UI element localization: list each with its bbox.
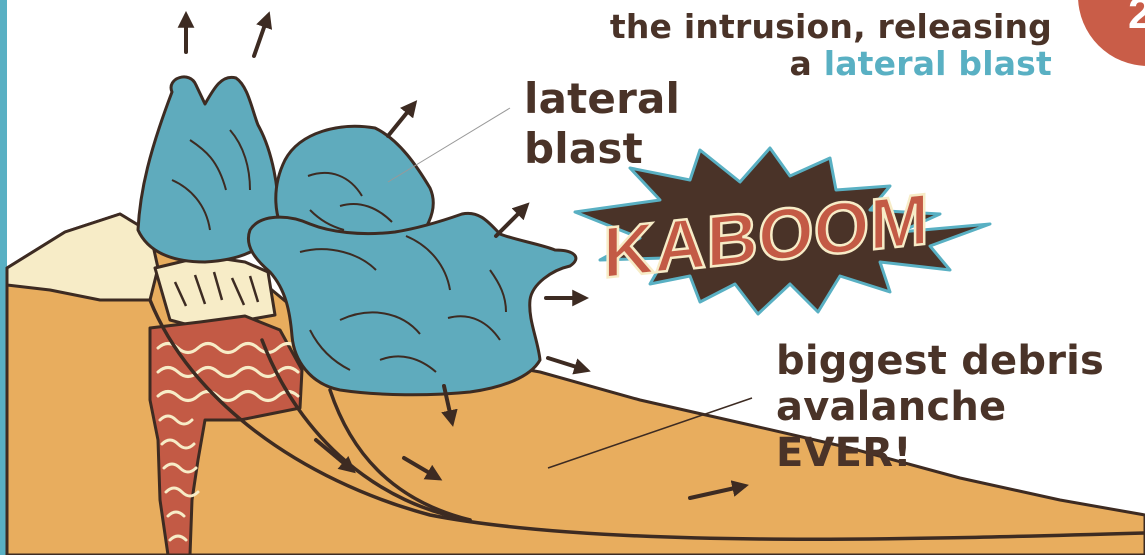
avalanche-label: biggest debris avalanche EVER! <box>776 338 1145 476</box>
lateral-blast-line-1: lateral <box>524 74 680 124</box>
arrow-up-right <box>254 16 268 56</box>
lateral-blast-label: lateral blast <box>524 74 680 174</box>
caption-highlight: lateral blast <box>824 44 1052 83</box>
arrow-diagonal-upper <box>388 104 414 136</box>
step-badge-number: 2 <box>1128 0 1145 38</box>
caption-line-1: the intrusion, releasing <box>560 8 1052 45</box>
fractured-cream-band <box>155 256 275 328</box>
arrow-right-lower <box>548 358 586 370</box>
caption-line-2-prefix: a <box>790 44 824 83</box>
arrow-diagonal-mid <box>496 206 526 236</box>
step-caption: the intrusion, releasing a lateral blast <box>560 8 1052 82</box>
avalanche-line-1: biggest debris <box>776 338 1145 384</box>
avalanche-line-2: avalanche EVER! <box>776 384 1145 476</box>
lateral-blast-line-2: blast <box>524 124 680 174</box>
summit-cream-layer <box>7 214 158 300</box>
